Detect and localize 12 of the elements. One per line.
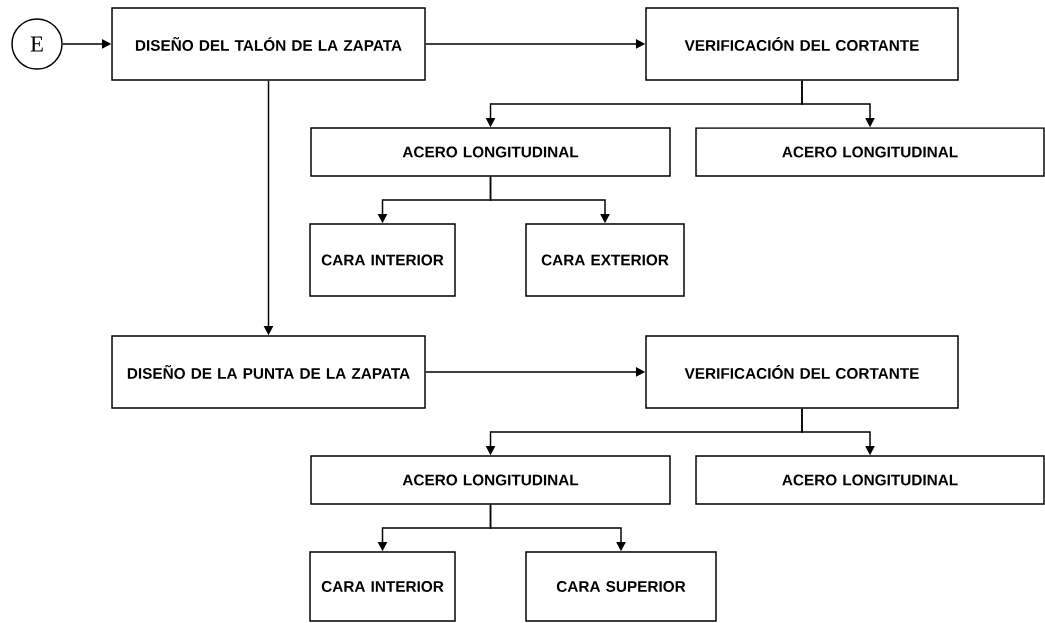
- process-box: VERIFICACIÓN DEL CORTANTE: [645, 7, 959, 81]
- process-box: DISEÑO DE LA PUNTA DE LA ZAPATA: [111, 335, 426, 409]
- process-box: CARA INTERIOR: [309, 223, 456, 297]
- process-box: CARA EXTERIOR: [525, 223, 685, 297]
- process-box: ACERO LONGITUDINAL: [695, 455, 1045, 505]
- process-box: CARA SUPERIOR: [525, 551, 717, 622]
- process-box: ACERO LONGITUDINAL: [310, 455, 671, 505]
- process-box: ACERO LONGITUDINAL: [310, 127, 671, 177]
- process-box: VERIFICACIÓN DEL CORTANTE: [645, 335, 959, 409]
- process-box: CARA INTERIOR: [309, 551, 456, 622]
- process-box: DISEÑO DEL TALÓN DE LA ZAPATA: [111, 7, 426, 81]
- process-box: ACERO LONGITUDINAL: [695, 127, 1045, 177]
